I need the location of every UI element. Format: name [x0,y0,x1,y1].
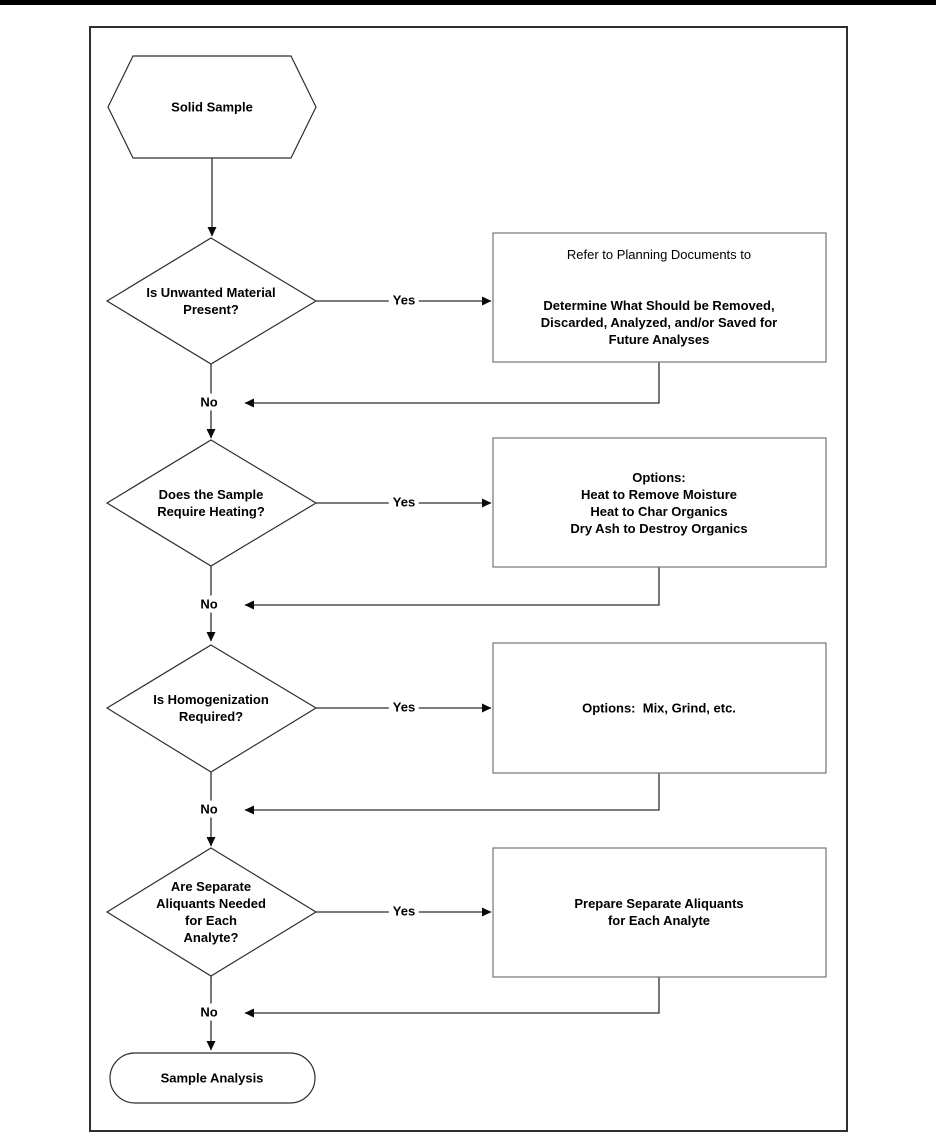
action2-label: Options: Heat to Remove Moisture Heat to… [570,470,748,536]
decision4-label: Are Separate Aliquants Needed for Each A… [156,879,266,945]
action4-box [492,847,827,978]
yes2-branch-label: Yes [388,493,420,511]
yes4-branch-label: Yes [388,902,420,920]
action1-label-body: Determine What Should be Removed, Discar… [540,298,778,347]
connector-return3 [244,773,660,815]
decision2-label: Does the Sample Require Heating? [157,487,265,519]
action1-label: Refer to Planning Documents to Determine… [494,212,824,382]
end-label: Sample Analysis [160,1070,264,1086]
no1-branch-label: No [196,393,222,411]
page-top-edge-bar [0,0,936,5]
decision2-diamond [105,439,318,567]
action4-label: Prepare Separate Aliquants for Each Anal… [574,896,744,928]
decision4-diamond [105,847,318,977]
action1-label-intro: Refer to Planning Documents to [566,247,752,262]
flowchart-border-frame [89,26,848,1132]
decision3-label: Is Homogenization Required? [153,692,269,724]
decision1-label: Is Unwanted Material Present? [146,285,276,317]
end-terminator [109,1052,316,1104]
action3-label: Options: Mix, Grind, etc. [582,700,736,716]
start-label: Solid Sample [171,99,253,115]
decision3-diamond [105,644,318,773]
no3-branch-label: No [196,800,222,818]
action3-box [492,642,827,774]
connector-return1 [244,362,660,408]
start-hexagon [107,55,317,159]
yes3-branch-label: Yes [388,698,420,716]
no4-branch-label: No [196,1003,222,1021]
yes1-branch-label: Yes [388,291,420,309]
decision1-diamond [105,237,318,365]
connector-return4 [244,977,660,1018]
connector-return2 [244,567,660,610]
action2-box [492,437,827,568]
no2-branch-label: No [196,595,222,613]
action1-box [492,232,827,363]
